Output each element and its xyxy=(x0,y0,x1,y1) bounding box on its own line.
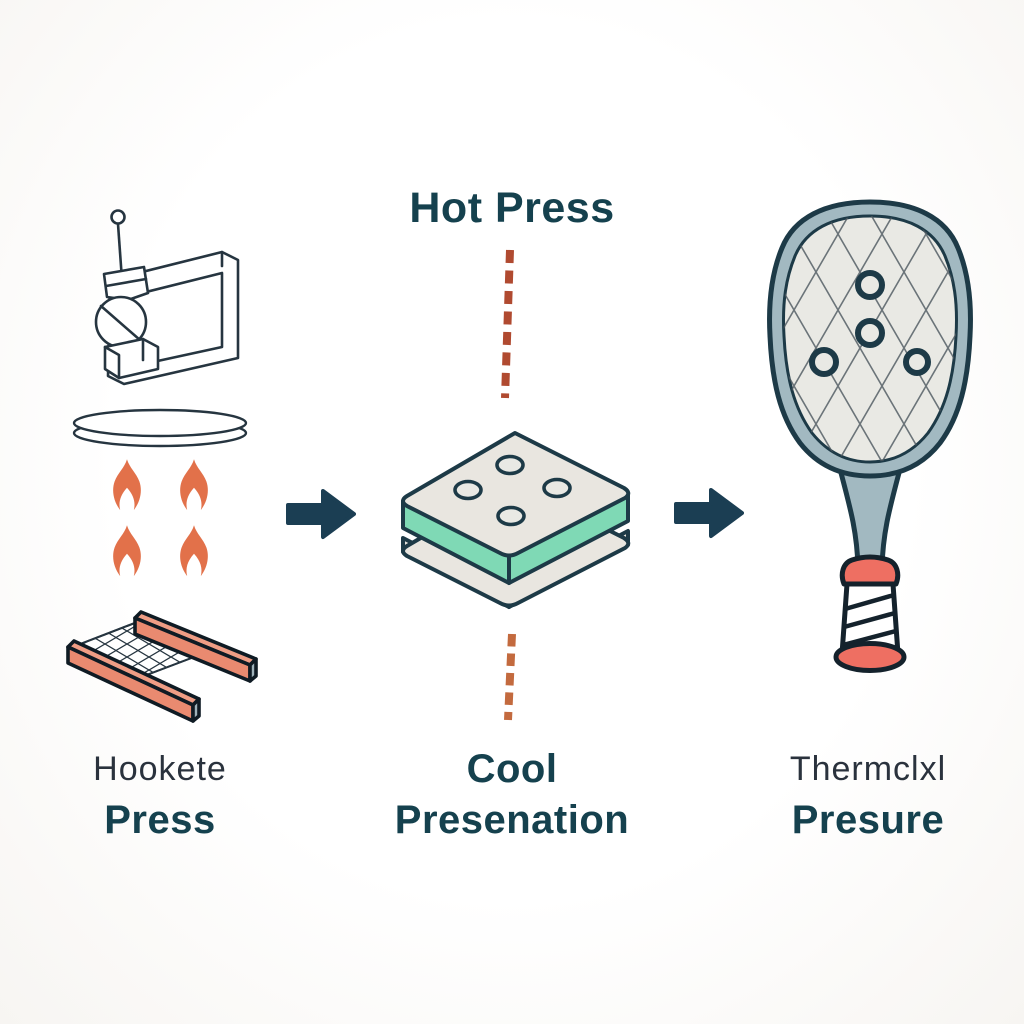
arrow-right-icon xyxy=(286,489,356,539)
mesh-press-bed-icon xyxy=(66,610,258,723)
step3-label-line1: Thermclxl xyxy=(789,750,947,788)
flame-icon xyxy=(113,525,141,577)
step3-label-line2: Presure xyxy=(791,798,945,842)
flame-icon xyxy=(180,459,208,511)
step1-label: Hookete Press xyxy=(50,744,270,846)
clamp-press-icon xyxy=(94,209,240,386)
step2-label-line2: Presenation xyxy=(394,798,630,842)
platen-disc-icon xyxy=(72,408,248,448)
step1-label-line2: Press xyxy=(104,798,216,842)
flame-icon xyxy=(113,459,141,511)
core-sandwich-icon xyxy=(401,431,631,609)
diagram-title: Hot Press xyxy=(409,184,615,232)
step1-label-line1: Hookete xyxy=(93,750,227,788)
pickleball-paddle-icon xyxy=(767,199,973,673)
dashed-connector-line xyxy=(504,633,516,721)
step3-label: Thermclxl Presure xyxy=(738,744,998,846)
step2-label-line1: Cool xyxy=(466,747,558,791)
flame-icon xyxy=(180,525,208,577)
arrow-right-icon xyxy=(674,488,744,538)
dashed-connector-line xyxy=(501,249,514,399)
step2-label: Cool Presenation xyxy=(362,744,662,846)
